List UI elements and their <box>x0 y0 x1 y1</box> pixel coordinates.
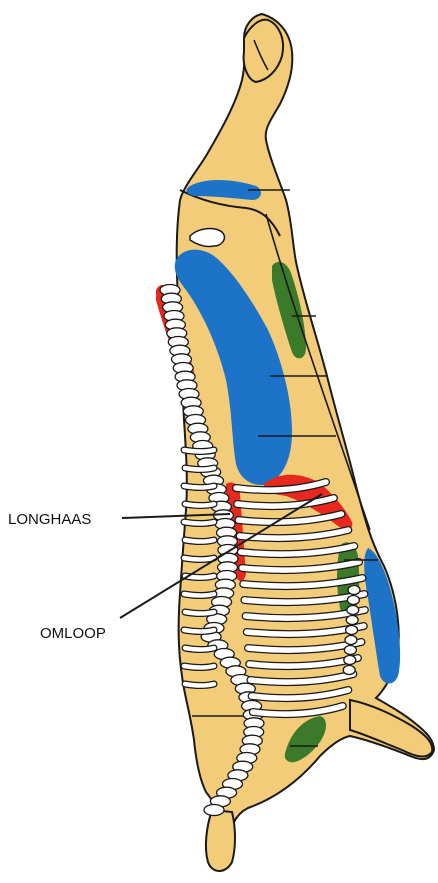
rib-stub-fill <box>184 450 214 452</box>
rib-stub-fill <box>184 666 214 668</box>
vertebra <box>204 805 224 816</box>
sternum-segment <box>344 646 356 655</box>
rib-stub-fill <box>185 468 214 470</box>
rib-stub-fill <box>184 522 214 524</box>
omloop-label: OMLOOP <box>40 625 106 642</box>
rib-stub-fill <box>184 594 214 596</box>
rib-stub-fill <box>184 630 214 632</box>
rib-stub-fill <box>184 558 214 560</box>
sternum-segment <box>345 636 357 645</box>
sternum-segment <box>347 606 359 615</box>
neck-tip <box>206 810 235 871</box>
rib-stub-fill <box>185 612 214 614</box>
sternum-segment <box>347 596 359 605</box>
rib-stub-fill <box>185 504 214 506</box>
sternum-segment <box>348 586 360 595</box>
longhaas-label: LONGHAAS <box>8 511 91 528</box>
sternum-segment <box>344 656 356 665</box>
rib-stub-fill <box>185 540 214 542</box>
sternum-segment <box>343 666 355 675</box>
rib-stub-fill <box>185 648 214 650</box>
rib-stub-fill <box>184 486 214 488</box>
rib-stub-fill <box>185 684 214 686</box>
sternum-segment <box>346 616 358 625</box>
sternum-segment <box>346 626 358 635</box>
